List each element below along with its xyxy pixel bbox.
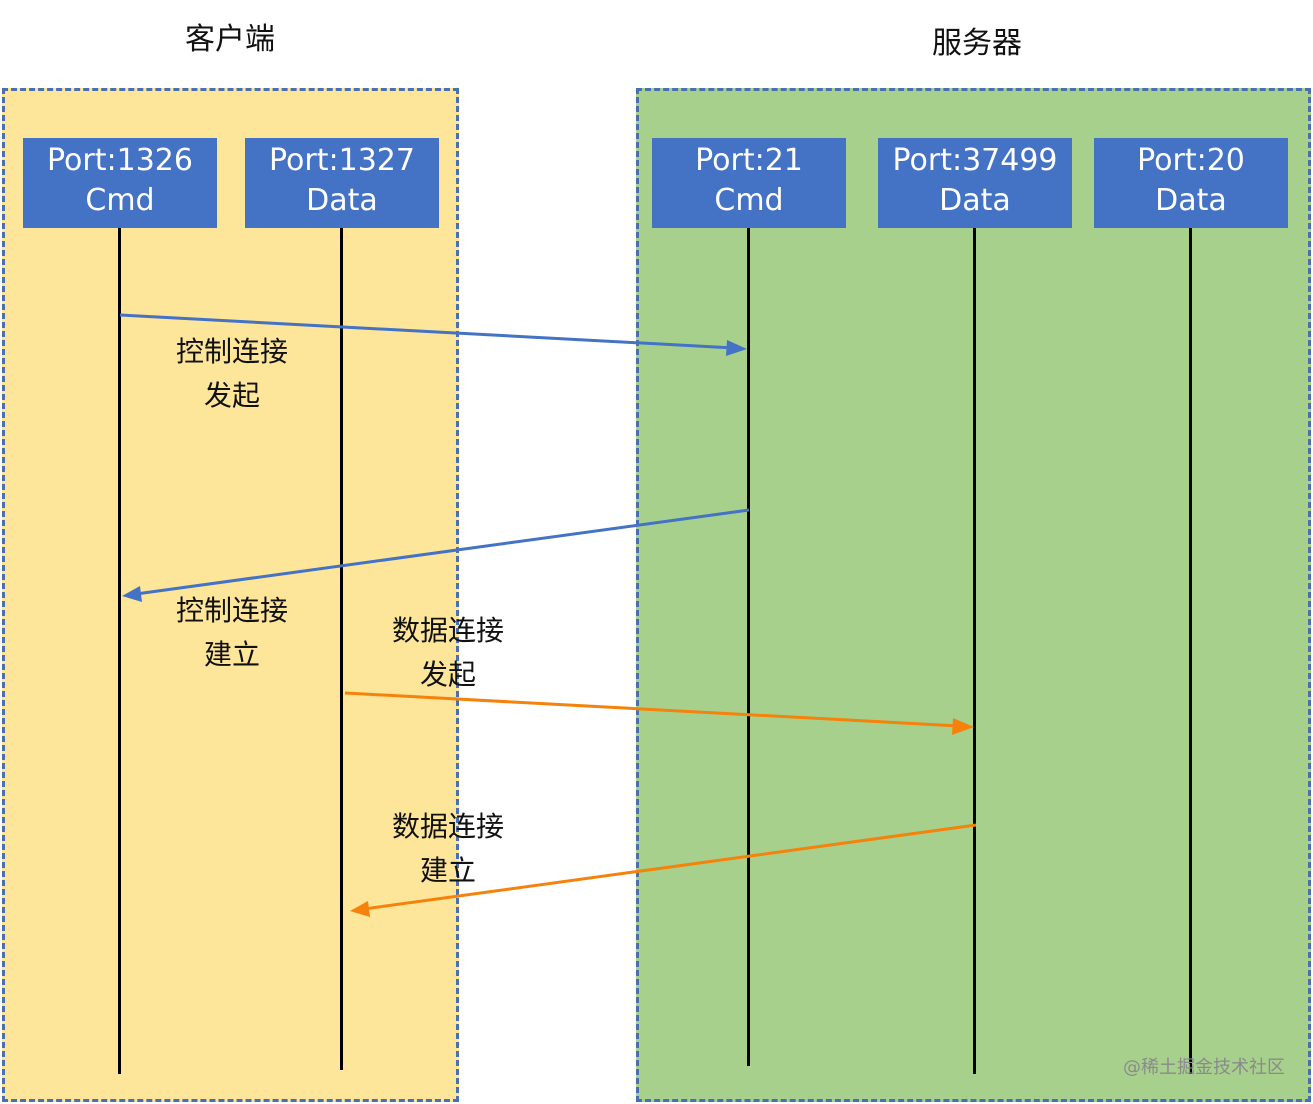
arrowhead-control-established: [122, 586, 142, 602]
label-control-init: 控制连接 发起: [157, 330, 307, 418]
port-number: Port:1327: [269, 143, 415, 178]
client-title: 客户端: [185, 22, 275, 57]
arrowhead-data-established: [350, 901, 370, 917]
client-group: [2, 88, 459, 1102]
server-port-data-20: Port:20 Data: [1094, 138, 1288, 228]
port-role: Cmd: [714, 183, 784, 218]
lifeline-server-data-20: [1189, 228, 1192, 1074]
arrow-control-init: [119, 313, 735, 350]
lifeline-server-data-37499: [973, 228, 976, 1074]
client-port-data: Port:1327 Data: [245, 138, 439, 228]
label-data-established: 数据连接 建立: [373, 805, 523, 893]
port-number: Port:21: [695, 143, 803, 178]
server-title: 服务器: [932, 26, 1022, 61]
port-number: Port:20: [1137, 143, 1245, 178]
label-line1: 控制连接: [175, 594, 288, 627]
port-role: Data: [1155, 183, 1227, 218]
label-line1: 数据连接: [391, 614, 504, 647]
port-role: Cmd: [85, 183, 155, 218]
port-role: Data: [306, 183, 378, 218]
label-data-init: 数据连接 发起: [373, 609, 523, 697]
arrowhead-data-init: [952, 718, 974, 735]
client-port-cmd: Port:1326 Cmd: [23, 138, 217, 228]
label-control-established: 控制连接 建立: [157, 589, 307, 677]
label-line2: 建立: [419, 854, 476, 887]
label-line2: 发起: [419, 658, 476, 691]
arrow-data-established: [363, 823, 977, 911]
server-port-data-37499: Port:37499 Data: [878, 138, 1072, 228]
label-line2: 建立: [203, 638, 260, 671]
lifeline-client-data: [340, 228, 343, 1070]
server-port-cmd: Port:21 Cmd: [652, 138, 846, 228]
label-line1: 数据连接: [391, 810, 504, 843]
port-number: Port:37499: [892, 143, 1058, 178]
arrowhead-control-init: [726, 340, 747, 356]
arrow-data-init: [344, 691, 960, 728]
arrow-control-established: [135, 508, 750, 596]
lifeline-server-cmd: [747, 228, 750, 1066]
label-line2: 发起: [203, 379, 260, 412]
port-role: Data: [939, 183, 1011, 218]
port-number: Port:1326: [47, 143, 193, 178]
lifeline-client-cmd: [118, 228, 121, 1074]
watermark: @稀土掘金技术社区: [1123, 1057, 1285, 1078]
label-line1: 控制连接: [175, 335, 288, 368]
